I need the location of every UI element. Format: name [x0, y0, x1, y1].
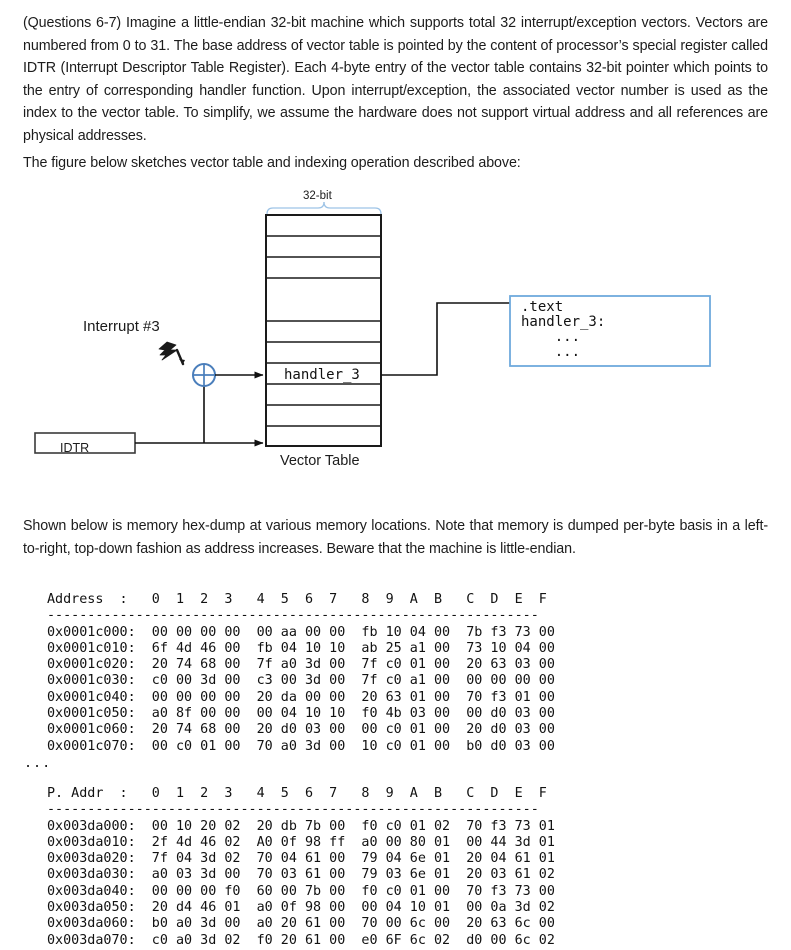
hexdump-row: 0x003da060: b0 a0 3d 00 a0 20 61 00 70 0…	[47, 916, 555, 932]
vector-table-row-lines	[266, 235, 381, 427]
hexdump-row: 0x003da040: 00 00 00 f0 60 00 7b 00 f0 c…	[47, 883, 555, 899]
figure-svg	[34, 201, 711, 454]
hexdump-row: 0x0001c070: 00 c0 01 00 70 a0 3d 00 10 c…	[47, 738, 555, 754]
hexdump-row: 0x003da070: c0 a0 3d 02 f0 20 61 00 e0 6…	[47, 932, 555, 948]
hexdump-header-row: P. Addr : 0 1 2 3 4 5 6 7 8 9 A B C D E …	[47, 786, 547, 801]
hexdump-row: 0x003da030: a0 03 3d 00 70 03 61 00 79 0…	[47, 867, 555, 883]
hexdump-header-row: Address : 0 1 2 3 4 5 6 7 8 9 A B C D E …	[47, 592, 547, 607]
hexdump-row: 0x0001c020: 20 74 68 00 7f a0 3d 00 7f c…	[47, 657, 555, 673]
figure-vector-table-label: Vector Table	[280, 453, 360, 469]
hexdump-row: 0x0001c060: 20 74 68 00 20 d0 03 00 00 c…	[47, 722, 555, 738]
vector-table-box	[265, 214, 382, 447]
hexdump-table-2: P. Addr : 0 1 2 3 4 5 6 7 8 9 A B C D E …	[47, 786, 555, 949]
hexdump-row: 0x0001c000: 00 00 00 00 00 aa 00 00 fb 1…	[47, 624, 555, 640]
hexdump-note-paragraph: Shown below is memory hex-dump at variou…	[23, 518, 768, 557]
hexdump-row: 0x0001c010: 6f 4d 46 00 fb 04 10 10 ab 2…	[47, 640, 555, 656]
hexdump-row: 0x0001c050: a0 8f 00 00 00 04 10 10 f0 4…	[47, 706, 555, 722]
width-brace-icon	[266, 201, 382, 215]
figure-interrupt-label: Interrupt #3	[83, 318, 160, 335]
figure-idtr-label: IDTR	[60, 441, 90, 455]
hexdump-row: 0x0001c040: 00 00 00 00 20 da 00 00 20 6…	[47, 689, 555, 705]
intro-paragraph: (Questions 6-7) Imagine a little-endian …	[23, 15, 768, 144]
hexdump-row: 0x003da020: 7f 04 3d 02 70 04 61 00 79 0…	[47, 851, 555, 867]
entry-to-handler-arrow	[381, 299, 519, 376]
hexdump-row: 0x003da010: 2f 4d 46 02 A0 0f 98 ff a0 0…	[47, 834, 555, 850]
hexdump-row: 0x003da000: 00 10 20 02 20 db 7b 00 f0 c…	[47, 818, 555, 834]
figure-caption-paragraph: The figure below sketches vector table a…	[23, 155, 521, 171]
figure-handler-entry-label: handler_3	[284, 367, 360, 383]
hexdump-ellipsis: ...	[24, 756, 52, 771]
vector-table-figure: 32-bit Interrupt #3 IDTR Vector Table ha…	[0, 190, 791, 480]
hexdump-row: 0x0001c030: c0 00 3d 00 c3 00 3d 00 7f c…	[47, 673, 555, 689]
hexdump-table-1: Address : 0 1 2 3 4 5 6 7 8 9 A B C D E …	[47, 592, 555, 755]
lightning-bolt-icon	[158, 341, 185, 366]
handler-code-box	[509, 295, 711, 367]
hexdump-separator-rule: ----------------------------------------…	[47, 608, 539, 624]
figure-width-label: 32-bit	[303, 190, 332, 202]
figure-handler-code-text: .text handler_3: ... ...	[521, 299, 606, 360]
hexdump-separator-rule: ----------------------------------------…	[47, 802, 539, 818]
hexdump-row: 0x003da050: 20 d4 46 01 a0 0f 98 00 00 0…	[47, 900, 555, 916]
